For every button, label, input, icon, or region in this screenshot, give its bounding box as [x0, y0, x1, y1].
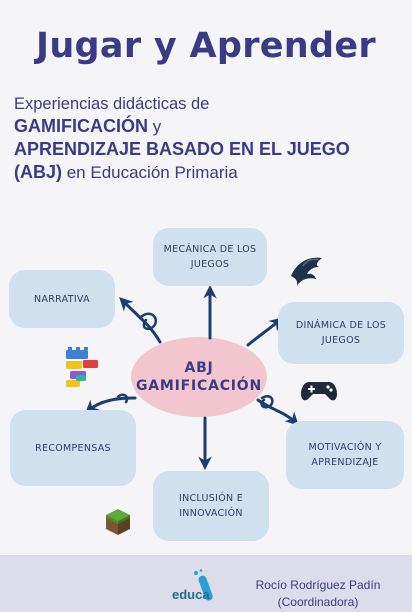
- curl-narrativa: [138, 312, 157, 331]
- book-subtitle: Experiencias didácticas de GAMIFICACIÓN …: [14, 93, 404, 184]
- arrow-to-recompensas: [85, 396, 137, 414]
- node-mecanica: Mecánica de los juegos: [153, 228, 267, 286]
- subtitle-line-3: APRENDIZAJE BASADO EN EL JUEGO: [14, 138, 404, 161]
- node-motivacion-line1: Motivación y: [308, 442, 382, 453]
- node-narrativa: Narrativa: [9, 270, 115, 328]
- subtitle-abj: (ABJ): [14, 162, 62, 182]
- book-title: Jugar y Aprender: [36, 26, 376, 66]
- author-block: Rocío Rodríguez Padín (Coordinadora): [243, 577, 393, 611]
- center-label-line2: GAMIFICACIÓN: [135, 378, 263, 394]
- dragon-icon: [291, 257, 322, 286]
- node-motivacion-line2: aprendizaje: [311, 457, 379, 468]
- subtitle-gamificacion: GAMIFICACIÓN: [14, 116, 148, 136]
- minecraft-block-icon: [106, 509, 130, 535]
- center-label: ABJ GAMIFICACIÓN: [135, 345, 263, 409]
- subtitle-line-2: GAMIFICACIÓN y: [14, 115, 404, 138]
- arrow-to-dinamica: [246, 317, 284, 347]
- subtitle-line-4: (ABJ) en Educación Primaria: [14, 161, 404, 184]
- node-mecanica-line1: Mecánica de los: [163, 244, 257, 255]
- subtitle-abj-full: APRENDIZAJE BASADO EN EL JUEGO: [14, 139, 350, 159]
- node-recompensas-line1: Recompensas: [35, 442, 111, 454]
- node-inclusion-line2: innovación: [179, 508, 243, 519]
- subtitle-line-1: Experiencias didácticas de: [14, 95, 210, 113]
- lego-bricks-icon: [66, 347, 98, 387]
- test-tube-icon: [194, 569, 213, 601]
- node-inclusion: Inclusión e innovación: [153, 471, 269, 541]
- node-mecanica-line2: juegos: [190, 259, 230, 270]
- node-motivacion: Motivación y aprendizaje: [286, 421, 404, 489]
- author-role: (Coordinadora): [277, 595, 359, 609]
- curl-motivacion: [260, 395, 274, 409]
- center-label-line1: ABJ: [184, 360, 214, 376]
- publisher-logo: educa: [172, 587, 210, 602]
- node-inclusion-line1: Inclusión e: [178, 493, 244, 504]
- subtitle-primaria: en Educación Primaria: [62, 163, 238, 182]
- node-recompensas: Recompensas: [10, 410, 136, 486]
- node-dinamica: Dinámica de los juegos: [278, 302, 404, 364]
- subtitle-y: y: [148, 117, 162, 136]
- author-name: Rocío Rodríguez Padín: [255, 578, 381, 592]
- node-dinamica-line2: juegos: [321, 335, 361, 346]
- curl-recompensas: [116, 393, 129, 404]
- center-ellipse: [131, 337, 267, 417]
- node-dinamica-line1: Dinámica de los: [295, 320, 387, 331]
- gamepad-icon: [301, 382, 337, 401]
- cover-footer: educa Rocío Rodríguez Padín (Coordinador…: [0, 555, 412, 612]
- arrow-to-motivacion: [256, 398, 299, 426]
- node-narrativa-line1: Narrativa: [34, 293, 90, 305]
- arrow-to-narrativa: [119, 297, 162, 344]
